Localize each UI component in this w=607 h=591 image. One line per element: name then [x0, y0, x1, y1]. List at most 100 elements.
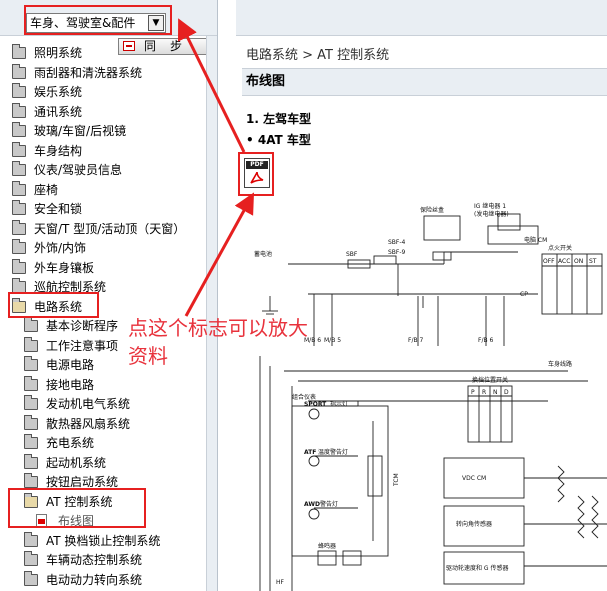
chevron-down-icon[interactable]: ▼ [148, 15, 164, 31]
label-n: N [493, 389, 498, 396]
label-cp: CP [520, 291, 528, 298]
label-hf: HF [276, 579, 285, 586]
folder-icon [12, 83, 26, 98]
folder-icon [24, 414, 38, 430]
nav-toolbar: 车身、驾驶室&配件 ▼ [0, 0, 217, 36]
label-ecm: 电脑 CM [524, 236, 547, 244]
tree-item-label: AT 换档锁止控制系统 [46, 533, 161, 548]
tree-item-label: 天窗/T 型顶/活动顶（天窗） [34, 221, 186, 236]
label-vdc: VDC CM [462, 475, 486, 482]
label-r: R [482, 389, 486, 396]
heading-left-drive: 1. 左驾车型 [246, 112, 312, 126]
tree-item-label: 雨刮器和清洗器系统 [34, 65, 143, 80]
label-sbf4: SBF-4 [388, 239, 406, 246]
label-tcm: TCM [393, 473, 400, 487]
label-select-switch: 换档位置开关 [472, 376, 508, 384]
tree-item-label: 起动机系统 [46, 455, 107, 470]
folder-icon [24, 453, 38, 469]
folder-icon [24, 570, 38, 586]
folder-icon [12, 63, 26, 79]
folder-icon [24, 434, 38, 449]
tree-item-label: AT 控制系统 [46, 494, 113, 509]
content-pane: 电路系统 > AT 控制系统 布线图 1. 左驾车型 • 4AT 车型 PDF [236, 0, 607, 591]
tree-item-label: 车辆动态控制系统 [46, 553, 143, 567]
tree-item-label: 仪表/驾驶员信息 [34, 163, 123, 177]
wiring-diagram[interactable]: 蓄电池 SBF SBF-4 SBF-9 IG 继电器 1 (发电继电器) 保险丝… [248, 196, 607, 591]
label-fb6: F/B 6 [478, 337, 493, 344]
folder-icon [12, 161, 26, 176]
label-sensor1: 转向角传感器 [456, 520, 492, 528]
label-buzzer: 蜂鸣器 [318, 542, 336, 550]
sync-icon [123, 41, 135, 51]
label-sbf9: SBF-9 [388, 249, 406, 256]
navigation-pane: 车身、驾驶室&配件 ▼ 同步 照明系统雨刮器和清洗器系统娱乐系统通讯系统玻璃/车… [0, 0, 218, 591]
folder-icon [12, 141, 26, 157]
folder-icon [24, 551, 38, 566]
label-d: D [504, 389, 509, 396]
annotation-text: 点这个标志可以放大资料 [128, 316, 308, 368]
section-title: 布线图 [242, 68, 607, 96]
sync-button-label: 同步 [143, 39, 196, 53]
label-sw-on: ON [574, 258, 583, 265]
folder-open-icon [24, 492, 38, 508]
tree-item-label: 工作注意事项 [46, 338, 119, 353]
tree-item-label: 基本诊断程序 [46, 319, 119, 333]
label-awd-sub: 警告灯 [320, 500, 338, 508]
pdf-tag: PDF [246, 161, 268, 169]
folder-icon [12, 278, 26, 293]
tree-item-label: 接地电路 [46, 377, 95, 392]
folder-icon [12, 239, 26, 254]
tree-item-label: 通讯系统 [34, 104, 83, 119]
label-p: P [471, 389, 475, 396]
heading-4at-model: • 4AT 车型 [246, 133, 311, 147]
content-toolbar [236, 0, 607, 36]
folder-open-icon [12, 297, 26, 313]
folder-icon [24, 531, 38, 547]
folder-icon [24, 473, 38, 488]
tree-item-label: 外饰/内饰 [34, 241, 87, 255]
label-sport-sub: 指示灯 [330, 400, 348, 408]
label-chassis: 车身线路 [548, 360, 572, 368]
tree-item-label: 照明系统 [34, 46, 83, 60]
label-meter: 组合仪表 [292, 393, 316, 401]
folder-icon [24, 336, 38, 352]
label-fusebox: 保险丝盒 [420, 206, 444, 214]
label-ignition-switch: 点火开关 [548, 244, 572, 252]
category-select-value: 车身、驾驶室&配件 [30, 16, 136, 30]
label-fb7: F/B 7 [408, 337, 423, 344]
category-select[interactable]: 车身、驾驶室&配件 ▼ [26, 13, 166, 33]
label-awd: AWD [304, 501, 320, 508]
tree-item-label: 座椅 [34, 182, 59, 197]
sync-button[interactable]: 同步 [118, 38, 208, 55]
folder-icon [24, 356, 38, 371]
acrobat-logo-icon [250, 171, 264, 184]
folder-icon [12, 122, 26, 137]
folder-icon [12, 219, 26, 235]
tree-item-label: 按钮启动系统 [46, 475, 119, 489]
label-sensor2: 驱动轮速度和 G 传感器 [446, 564, 508, 572]
label-battery: 蓄电池 [254, 250, 272, 258]
tree-item-label: 电源电路 [46, 358, 95, 372]
label-sw-acc: ACC [558, 258, 570, 265]
label-atf-sub: 温度警告灯 [318, 448, 348, 456]
folder-icon [12, 180, 26, 196]
label-ig-relay-sub: (发电继电器) [474, 210, 509, 218]
label-sbf: SBF [346, 251, 358, 258]
tree-item-label: 玻璃/车窗/后视镜 [34, 124, 127, 138]
pdf-icon[interactable]: PDF [244, 158, 270, 188]
label-mb6: M/B 6 [304, 337, 321, 344]
folder-icon [24, 375, 38, 391]
tree-item-label: 电路系统 [34, 299, 83, 314]
tree-item-label: 车身结构 [34, 143, 83, 158]
label-sport: SPORT [304, 401, 327, 408]
folder-icon [12, 44, 26, 59]
tree-item-label: 娱乐系统 [34, 85, 83, 99]
label-sw-st: ST [589, 258, 597, 265]
folder-icon [24, 395, 38, 410]
folder-icon [24, 317, 38, 332]
tree-item-label: 发动机电气系统 [46, 397, 131, 411]
breadcrumb: 电路系统 > AT 控制系统 [246, 48, 390, 63]
tree-item-label: 外车身镶板 [34, 260, 95, 275]
pdf-file-icon [36, 514, 47, 528]
label-atf: ATF [304, 449, 316, 456]
